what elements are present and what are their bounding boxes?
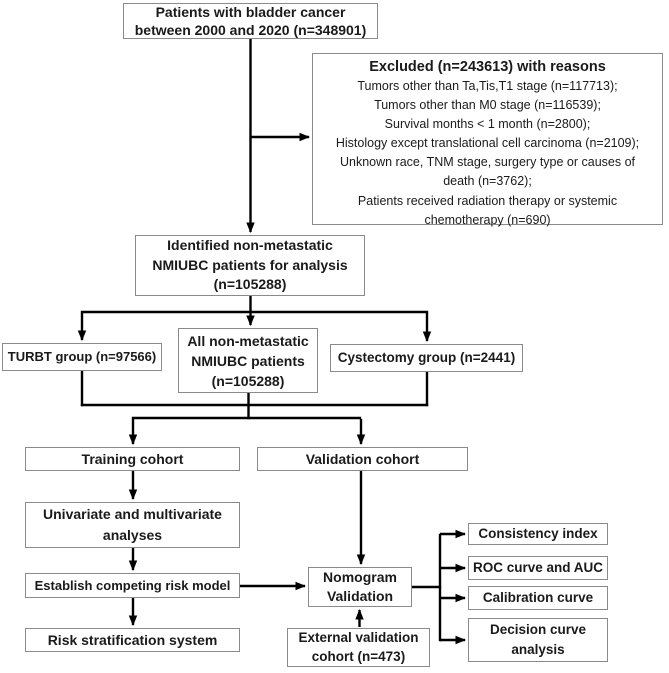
- node-risk-stratification: Risk stratification system: [25, 628, 240, 652]
- text-line: Validation: [326, 588, 394, 604]
- text-line: Decision curve: [489, 622, 587, 637]
- node-excluded: Excluded (n=243613) with reasons Tumors …: [312, 53, 663, 227]
- node-roc-curve-auc: ROC curve and AUC: [468, 556, 608, 580]
- text-line: Training cohort: [81, 451, 184, 467]
- text-line: Nomogram: [323, 569, 397, 585]
- node-consistency-index: Consistency index: [468, 523, 608, 545]
- excluded-reasons: Tumors other than Ta,Tis,T1 stage (n=117…: [336, 77, 639, 230]
- node-decision-curve-analysis: Decision curve analysis: [468, 618, 608, 662]
- text-line: Histology except translational cell carc…: [335, 136, 640, 151]
- text-line: death (n=3762);: [443, 174, 532, 189]
- text-line: Tumors other than Ta,Tis,T1 stage (n=117…: [357, 79, 618, 93]
- text-line: External validation: [298, 630, 419, 645]
- text-line: Univariate and multivariate: [43, 506, 222, 522]
- node-cystectomy-group: Cystectomy group (n=2441): [330, 344, 523, 372]
- text-line: All non-metastatic: [187, 332, 309, 349]
- text-line: Risk stratification system: [47, 632, 218, 648]
- text-line: chemotherapy (n=690): [424, 212, 551, 227]
- text-line: Patients received radiation therapy or s…: [357, 193, 618, 208]
- text-line: Unknown race, TNM stage, surgery type or…: [339, 155, 636, 170]
- node-competing-risk-model: Establish competing risk model: [25, 573, 240, 598]
- text-line: Tumors other than M0 stage (n=116539);: [374, 98, 601, 113]
- text-line: between 2000 and 2020 (n=348901): [134, 22, 367, 38]
- excluded-title: Excluded (n=243613) with reasons: [369, 59, 606, 75]
- text-line: Cystectomy group (n=2441): [337, 350, 516, 365]
- text-line: analysis: [511, 642, 565, 657]
- text-line: (n=105288): [213, 276, 287, 293]
- text-line: Validation cohort: [305, 451, 420, 467]
- text-line: NMIUBC patients for analysis: [152, 256, 348, 273]
- text-line: Identified non-metastatic: [167, 237, 333, 254]
- text-line: cohort (n=473): [311, 648, 406, 664]
- text-line: Establish competing risk model: [34, 577, 231, 593]
- text-line: Patients with bladder cancer: [155, 4, 346, 20]
- text-line: Calibration curve: [482, 590, 594, 605]
- text-line: Consistency index: [478, 526, 598, 541]
- text-line: TURBT group (n=97566): [7, 349, 157, 364]
- text-line: Survival months < 1 month (n=2800);: [384, 117, 591, 132]
- text-line: ROC curve and AUC: [472, 560, 604, 575]
- node-calibration-curve: Calibration curve: [468, 586, 608, 610]
- text-line: (n=105288): [211, 372, 285, 389]
- node-validation-cohort: Validation cohort: [257, 447, 468, 471]
- node-training-cohort: Training cohort: [25, 447, 240, 471]
- node-patients-bladder-cancer: Patients with bladder cancer between 2000…: [123, 3, 378, 39]
- node-external-validation-cohort: External validation cohort (n=473): [287, 628, 430, 667]
- node-univariate-multivariate: Univariate and multivariate analyses: [25, 502, 240, 548]
- text-line: analyses: [102, 527, 163, 543]
- text-line: NMIUBC patients: [191, 352, 305, 369]
- node-turbt-group: TURBT group (n=97566): [2, 343, 162, 371]
